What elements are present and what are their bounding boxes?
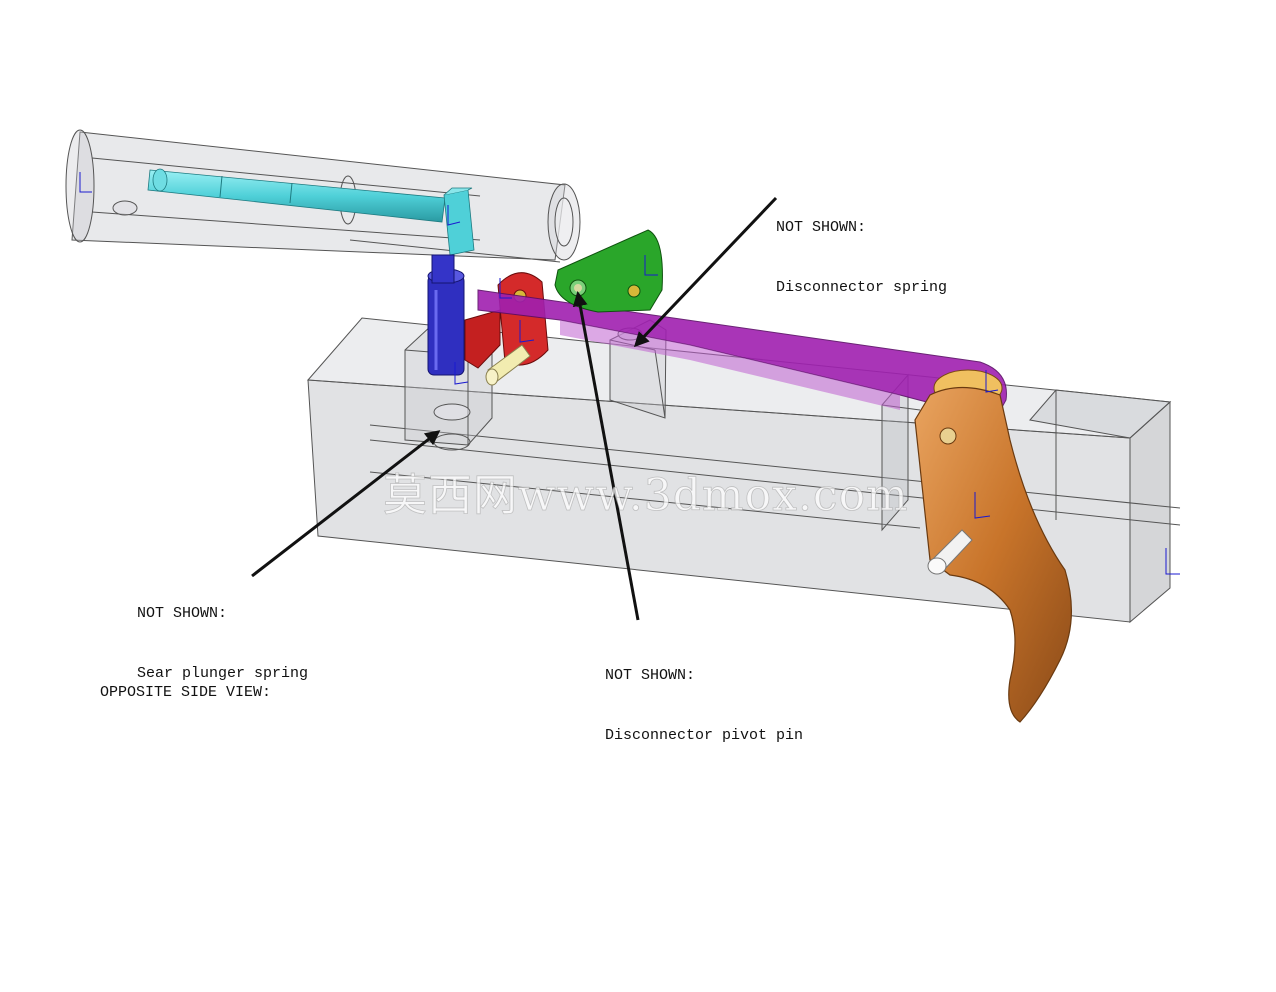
callout-heading: NOT SHOWN: bbox=[776, 219, 867, 236]
leader-lines bbox=[251, 196, 778, 621]
callout-text: Disconnector pivot pin bbox=[605, 727, 804, 744]
leader-disconnector-pivot-pin bbox=[572, 291, 640, 621]
callout-sear-plunger-spring: NOT SHOWN: Sear plunger spring bbox=[137, 564, 308, 724]
axis-markers bbox=[79, 172, 1180, 575]
trigger bbox=[914, 369, 1072, 723]
callout-text: Disconnector spring bbox=[776, 279, 948, 296]
callout-disconnector-pivot-pin: NOT SHOWN: Disconnector pivot pin bbox=[605, 626, 803, 786]
callout-text: Sear plunger spring bbox=[137, 665, 309, 682]
leader-sear-plunger-spring bbox=[251, 430, 441, 578]
view-label: OPPOSITE SIDE VIEW: bbox=[100, 684, 272, 701]
leader-disconnector-spring bbox=[633, 196, 778, 348]
watermark: 莫西网www.3dmox.com bbox=[383, 470, 909, 521]
sear-plunger bbox=[427, 254, 465, 376]
callout-disconnector-spring: NOT SHOWN: Disconnector spring bbox=[776, 178, 947, 338]
callout-heading: NOT SHOWN: bbox=[605, 667, 696, 684]
callout-heading: NOT SHOWN: bbox=[137, 605, 228, 622]
